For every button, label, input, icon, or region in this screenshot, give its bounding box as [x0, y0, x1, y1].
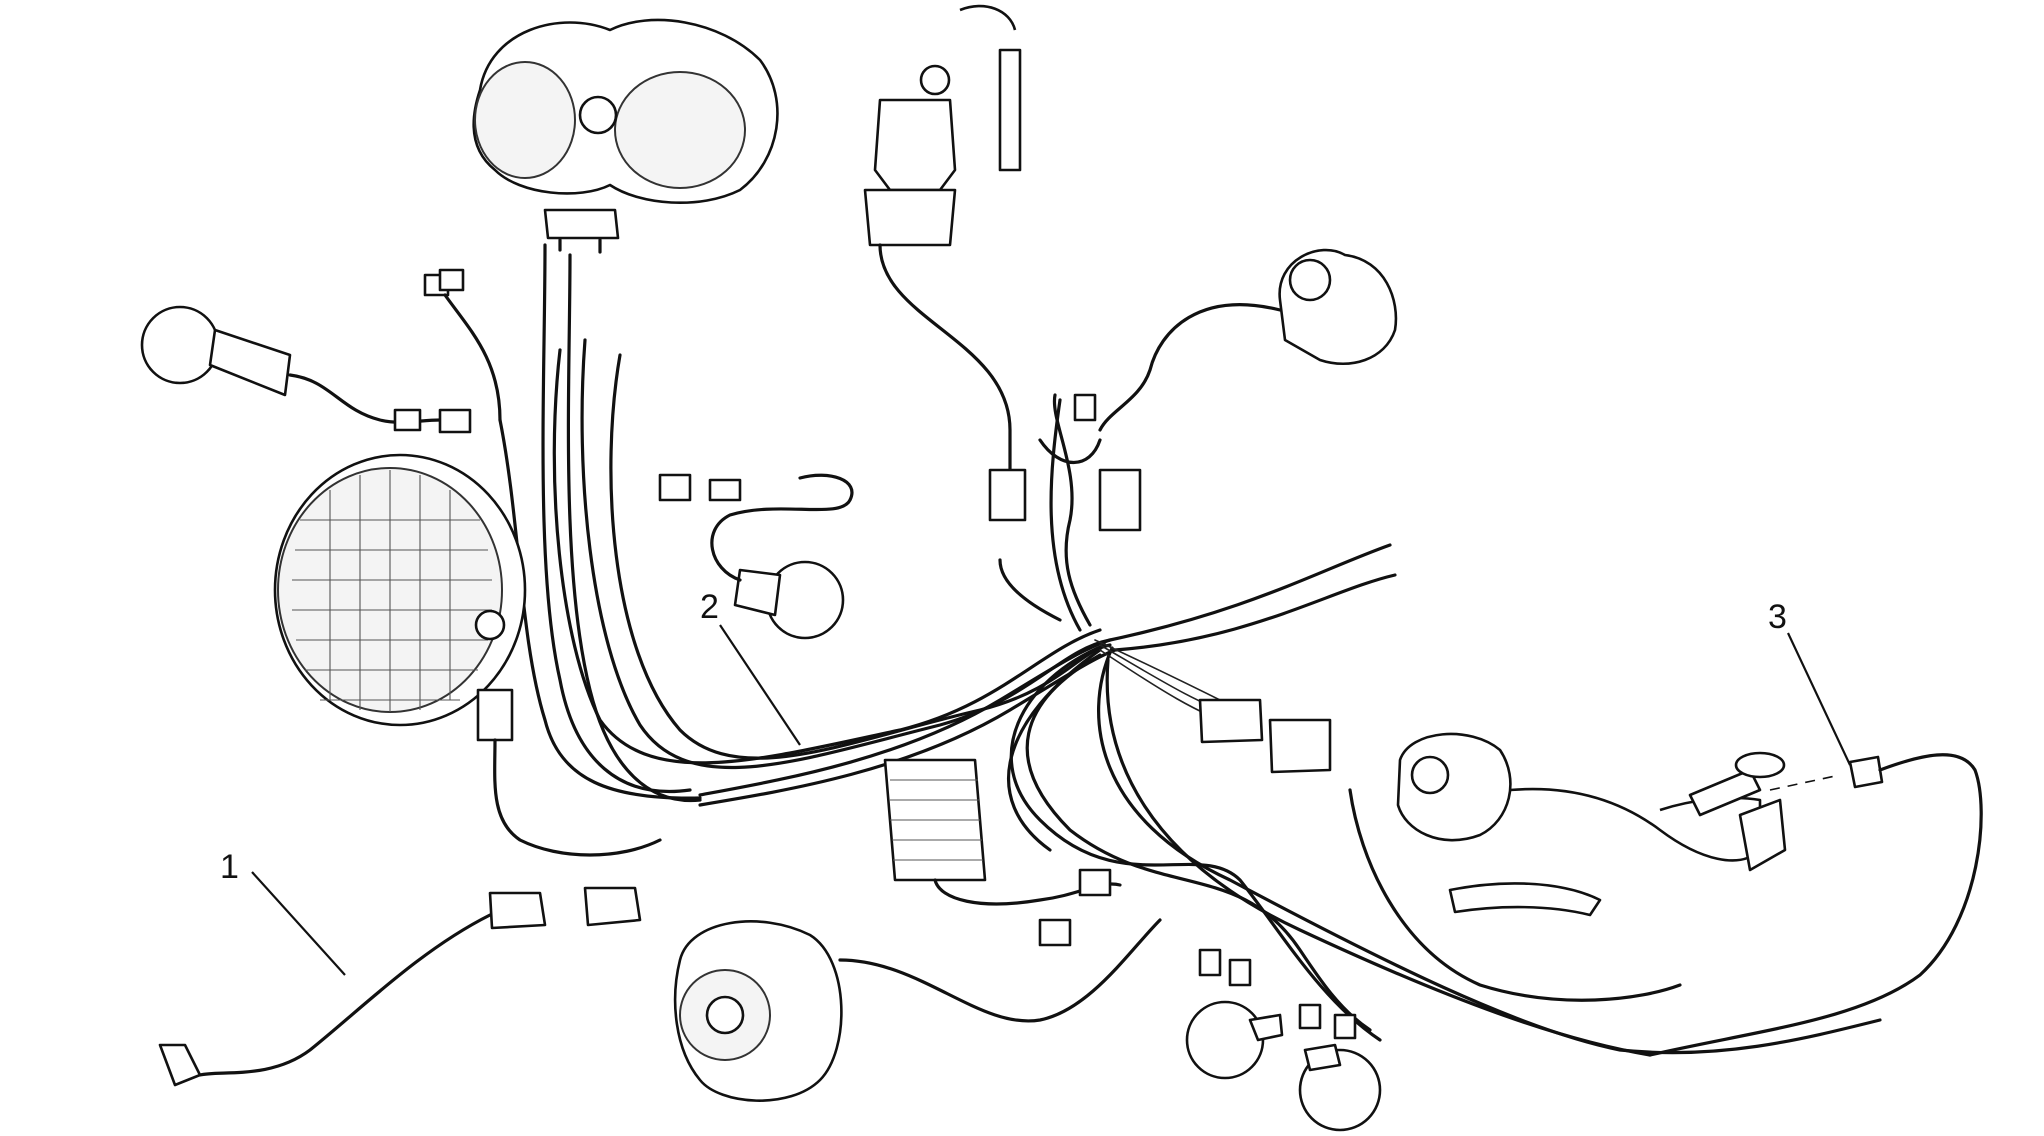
front-right-turn-signal[interactable]	[658, 473, 854, 640]
front-left-turn-signal[interactable]	[140, 305, 472, 434]
upper-left-connectors[interactable]	[423, 268, 502, 422]
main-harness[interactable]	[498, 243, 1882, 1057]
voltage-regulator[interactable]	[883, 758, 1122, 947]
horn-right[interactable]	[1298, 1003, 1382, 1132]
instrument-cluster[interactable]	[472, 18, 779, 254]
callout-2: 2	[700, 588, 719, 626]
left-connector-box[interactable]	[476, 688, 662, 857]
right-switch-top[interactable]	[1038, 248, 1398, 532]
callout-3: 3	[1768, 598, 1787, 636]
leader-1	[251, 871, 346, 976]
callout-1: 1	[220, 848, 239, 886]
clutch-switch-cable[interactable]	[1648, 753, 1983, 1057]
ignition-switch[interactable]	[863, 4, 1027, 522]
right-connector-block[interactable]	[1198, 698, 1332, 774]
leader-3	[1787, 632, 1851, 766]
alternator[interactable]	[673, 918, 1162, 1102]
headlight[interactable]	[273, 453, 527, 727]
ground-lead-cable[interactable]	[158, 886, 642, 1087]
leader-2	[719, 624, 801, 746]
horn-left[interactable]	[1185, 948, 1284, 1080]
right-handlebar-switch[interactable]	[1348, 732, 1787, 1002]
